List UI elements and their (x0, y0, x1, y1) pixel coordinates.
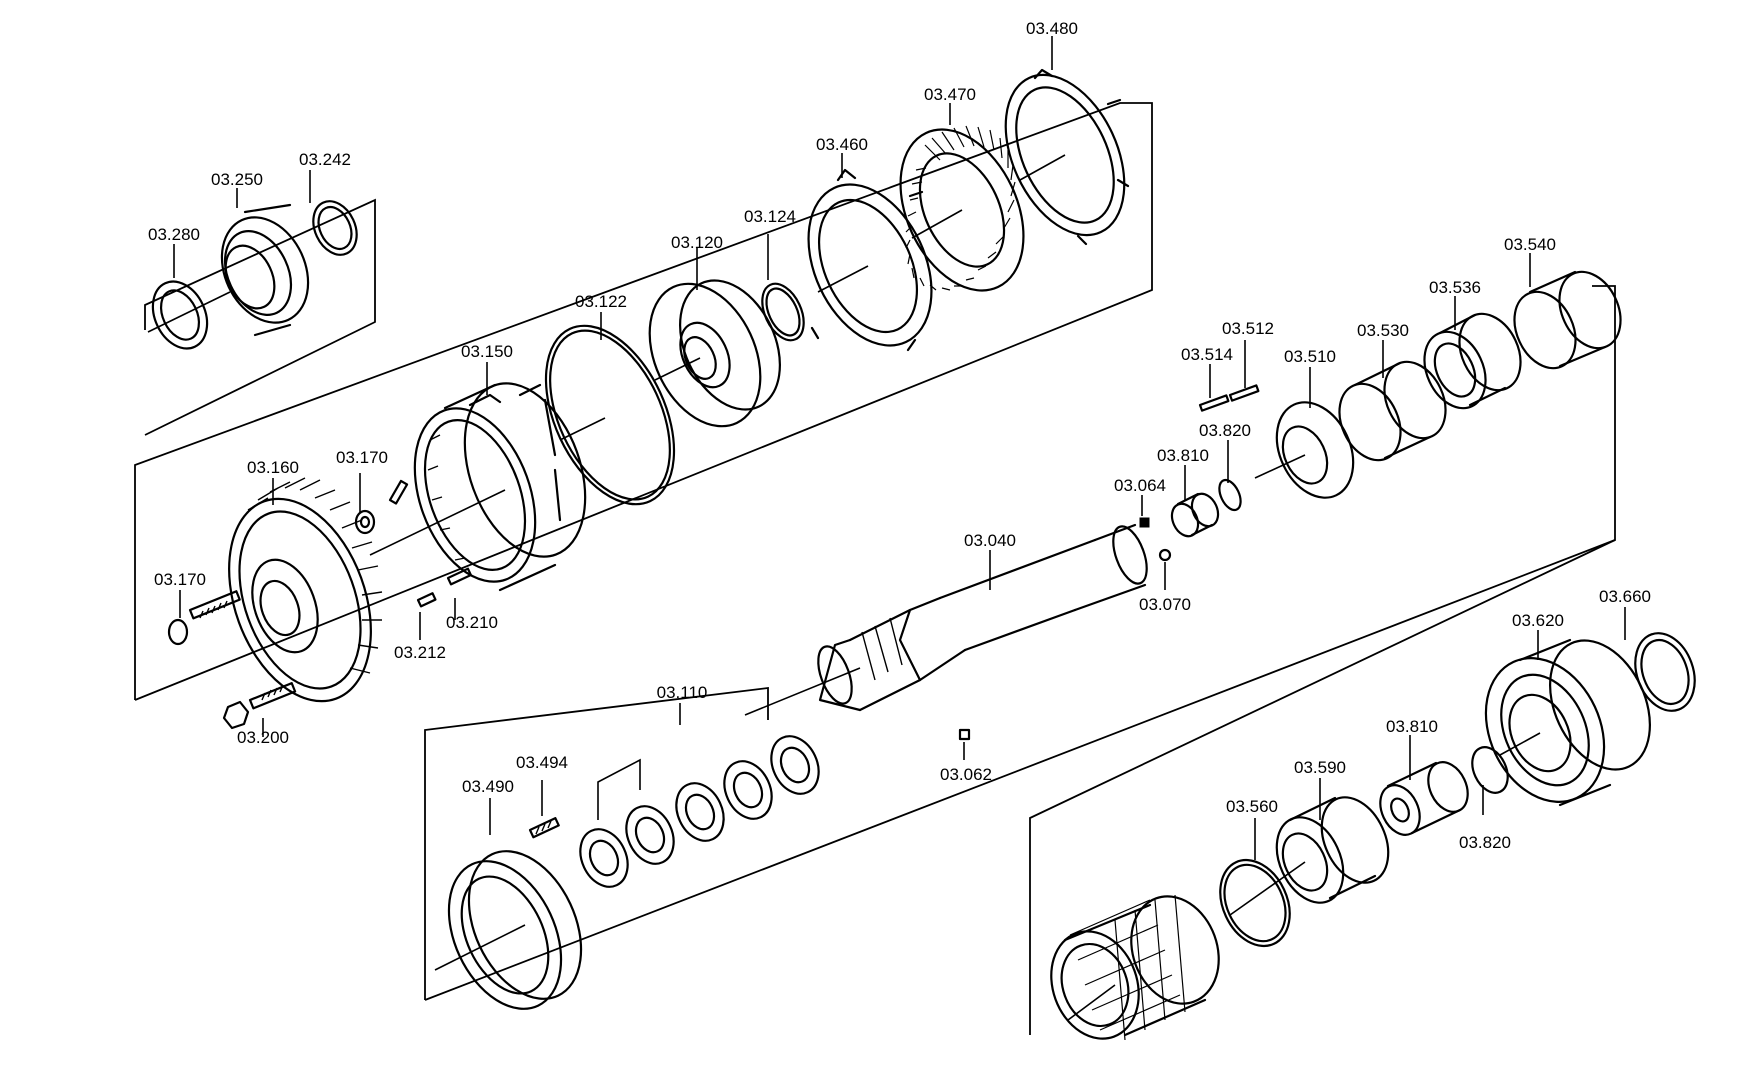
label-03-170-top: 03.170 (336, 448, 388, 467)
ring-03-242 (312, 200, 358, 256)
bushing-03-810-top (1170, 492, 1220, 538)
plate-03-480 (1004, 68, 1130, 246)
label-03-280: 03.280 (148, 225, 200, 244)
shims-03-110 (579, 735, 820, 888)
nut-03-280 (147, 280, 231, 350)
pin-03-210 (446, 567, 472, 586)
label-03-530: 03.530 (1357, 321, 1409, 340)
label-03-064: 03.064 (1114, 476, 1166, 495)
label-03-590: 03.590 (1294, 758, 1346, 777)
washer-03-510 (1254, 401, 1355, 499)
ring-03-124 (761, 282, 805, 342)
label-03-660: 03.660 (1599, 587, 1651, 606)
friction-disc-03-470 (899, 125, 1025, 292)
label-03-070: 03.070 (1139, 595, 1191, 614)
plug-03-070 (1158, 548, 1172, 562)
frame-shaft-group (424, 686, 769, 1000)
label-03-210: 03.210 (446, 613, 498, 632)
frame-output-group (1029, 285, 1616, 1035)
pin-03-212 (416, 592, 437, 608)
label-03-170-left: 03.170 (154, 570, 206, 589)
plate-03-460 (807, 168, 933, 352)
label-03-820-top: 03.820 (1199, 421, 1251, 440)
pin-03-170-top (388, 479, 409, 505)
label-03-510: 03.510 (1284, 347, 1336, 366)
label-03-620: 03.620 (1512, 611, 1564, 630)
label-03-560: 03.560 (1226, 797, 1278, 816)
label-03-470: 03.470 (924, 85, 976, 104)
label-03-540: 03.540 (1504, 235, 1556, 254)
label-03-212: 03.212 (394, 643, 446, 662)
shaft-03-040 (744, 523, 1148, 716)
label-03-200: 03.200 (237, 728, 289, 747)
label-03-150: 03.150 (461, 342, 513, 361)
label-03-810-bottom: 03.810 (1386, 717, 1438, 736)
label-03-460: 03.460 (816, 135, 868, 154)
pin-03-514 (1198, 394, 1230, 412)
part-labels: 03.480 03.470 03.460 03.124 03.120 03.12… (148, 19, 1651, 852)
sleeve-03-540 (1513, 270, 1622, 370)
plug-03-062 (958, 728, 971, 741)
frame-bearing-group (144, 198, 376, 436)
bolt-03-494 (528, 817, 560, 839)
label-03-120: 03.120 (671, 233, 723, 252)
ring-03-122 (544, 324, 676, 506)
label-03-062: 03.062 (940, 765, 992, 784)
bearing-03-536 (1423, 312, 1522, 410)
bolt-03-170-left (167, 590, 241, 646)
piston-03-120 (648, 279, 781, 428)
sleeve-03-530 (1338, 360, 1447, 462)
ring-03-820-top (1218, 478, 1242, 512)
bolt-03-200 (222, 682, 297, 730)
spline-gear-output (1050, 894, 1220, 1041)
label-03-110: 03.110 (657, 683, 708, 702)
label-03-040: 03.040 (964, 531, 1016, 550)
label-03-250: 03.250 (211, 170, 263, 189)
label-03-512: 03.512 (1222, 319, 1274, 338)
bearing-03-620 (1484, 638, 1651, 807)
label-03-124: 03.124 (744, 207, 796, 226)
bearing-03-250 (220, 203, 310, 337)
label-03-122: 03.122 (575, 292, 627, 311)
pin-03-512 (1228, 384, 1260, 402)
bushing-03-810-bottom (1379, 761, 1469, 836)
label-03-810-top: 03.810 (1157, 446, 1209, 465)
label-03-514: 03.514 (1181, 345, 1233, 364)
label-03-536: 03.536 (1429, 278, 1481, 297)
washer-03-560 (1219, 858, 1306, 948)
label-03-480: 03.480 (1026, 19, 1078, 38)
label-03-494: 03.494 (516, 753, 568, 772)
label-03-242: 03.242 (299, 150, 351, 169)
ring-03-820-bottom (1471, 746, 1509, 794)
hub-03-590 (1275, 796, 1390, 904)
plug-03-064 (1139, 517, 1150, 528)
label-03-490: 03.490 (462, 777, 514, 796)
frame-clutch-group (134, 102, 1153, 701)
ring-03-660 (1634, 632, 1696, 712)
frame-shaft-diagonal (424, 539, 1616, 1001)
label-03-820-bottom: 03.820 (1459, 833, 1511, 852)
nut-03-170-top (354, 509, 376, 535)
bearing-cup-03-490 (434, 850, 583, 1010)
leader-lines (173, 36, 1626, 860)
gear-03-160 (228, 477, 383, 703)
label-03-160: 03.160 (247, 458, 299, 477)
